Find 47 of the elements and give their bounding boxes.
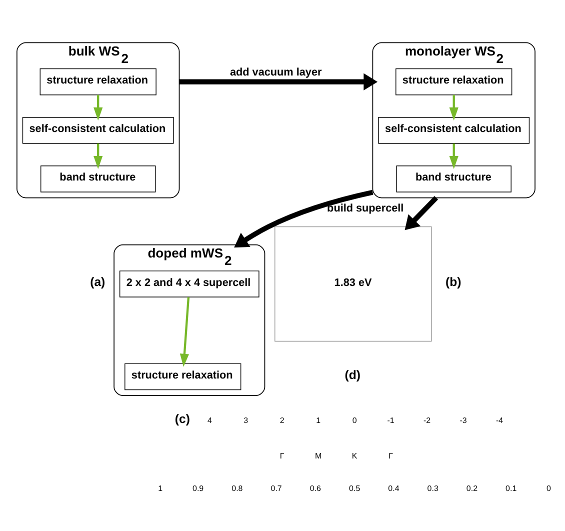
edge-label: add vacuum layer bbox=[230, 66, 322, 78]
node-box: structure relaxation bbox=[124, 363, 242, 390]
node-box: band structure bbox=[396, 166, 512, 192]
node-box: self-consistent calculation bbox=[22, 116, 174, 144]
label: K bbox=[352, 451, 358, 460]
label: -3 bbox=[460, 416, 467, 425]
label: M bbox=[315, 451, 322, 460]
arrow bbox=[94, 143, 103, 170]
label: (d) bbox=[344, 368, 361, 382]
label: -2 bbox=[424, 416, 431, 425]
label: 0.6 bbox=[310, 484, 322, 494]
label: 4 bbox=[207, 416, 212, 425]
edge-label: build supercell bbox=[327, 202, 404, 215]
label: 0.5 bbox=[349, 484, 360, 494]
label: (b) bbox=[446, 275, 462, 290]
arrow bbox=[180, 297, 190, 367]
label: 0.8 bbox=[232, 484, 243, 494]
label: (a) bbox=[90, 275, 106, 290]
node-box: structure relaxation bbox=[40, 68, 156, 96]
label: (c) bbox=[174, 412, 190, 426]
label: 0.2 bbox=[466, 484, 478, 494]
label: Γ bbox=[280, 451, 284, 460]
arrow bbox=[234, 190, 374, 248]
label: 0 bbox=[546, 484, 551, 494]
label: 1 bbox=[316, 416, 321, 425]
arrow bbox=[94, 94, 103, 120]
label: 0.1 bbox=[506, 484, 517, 494]
arrow bbox=[449, 94, 458, 120]
label: 0.3 bbox=[427, 484, 438, 494]
label: 0 bbox=[352, 416, 357, 425]
node-box: 1.83 eV bbox=[274, 226, 432, 342]
arrow bbox=[404, 196, 438, 230]
label: Γ bbox=[388, 451, 394, 460]
node-box: 2 x 2 and 4 x 4 supercell bbox=[119, 270, 260, 298]
label: 3 bbox=[244, 416, 248, 425]
label: 0.7 bbox=[270, 484, 282, 494]
label: -1 bbox=[387, 416, 394, 425]
node-box: structure relaxation bbox=[396, 68, 512, 96]
label: 0.4 bbox=[388, 484, 400, 494]
label: 1 bbox=[158, 484, 163, 494]
node-box: band structure bbox=[40, 166, 156, 192]
label: 0.9 bbox=[192, 484, 204, 494]
label: 2 bbox=[280, 416, 284, 425]
arrow bbox=[449, 143, 458, 170]
arrow bbox=[179, 73, 378, 90]
label: -4 bbox=[496, 416, 504, 425]
node-box: self-consistent calculation bbox=[378, 116, 530, 144]
